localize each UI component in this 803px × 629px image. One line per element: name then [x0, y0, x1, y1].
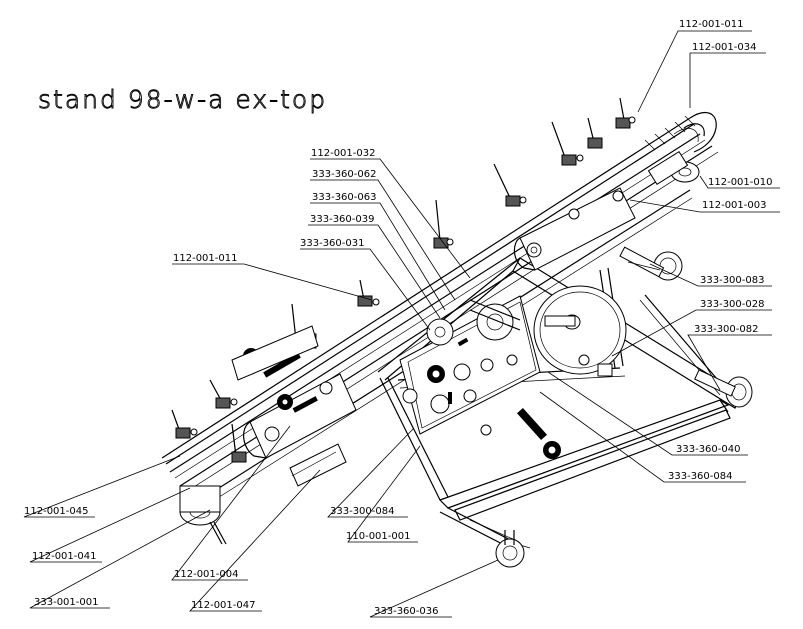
part-label: 333-360-062 [312, 169, 376, 180]
part-label: 112-001-034 [692, 42, 756, 53]
part-label: 112-001-010 [708, 177, 772, 188]
part-label: 112-001-047 [191, 600, 255, 611]
part-label: 112-001-004 [174, 569, 238, 580]
part-label: 333-360-031 [300, 238, 364, 249]
castor-wheel-top-right [619, 246, 683, 281]
castor-wheel-right [694, 369, 753, 408]
part-label: 333-360-036 [374, 606, 438, 617]
part-label: 112-001-011 [679, 19, 743, 30]
belt-links [644, 115, 696, 151]
part-label: 333-360-039 [310, 214, 374, 225]
guide-post [587, 117, 603, 149]
guide-post [231, 423, 247, 463]
guide-post [357, 279, 380, 307]
guard-housing-upper [513, 187, 636, 271]
part-label: 112-001-003 [702, 200, 766, 211]
part-label: 112-001-045 [24, 506, 88, 517]
part-label: 112-001-011 [173, 253, 237, 264]
guide-post [209, 379, 238, 409]
part-label: 333-001-001 [34, 597, 98, 608]
part-label: 333-360-084 [668, 471, 732, 482]
guide-post [493, 163, 527, 207]
end-motor [179, 485, 227, 545]
leader-lines [23, 30, 780, 618]
left-drive [231, 325, 319, 413]
part-label: 333-300-083 [700, 275, 764, 286]
part-label: 333-300-084 [330, 506, 394, 517]
guard-housing-lower [243, 373, 357, 487]
part-label: 333-300-028 [700, 299, 764, 310]
part-label: 333-360-040 [676, 444, 740, 455]
conveyor-beam [161, 111, 719, 507]
guide-post [433, 199, 454, 249]
adjuster-screw [516, 407, 561, 459]
part-label: 333-360-063 [312, 192, 376, 203]
part-labels: 112-001-011 112-001-034 112-001-010 112-… [24, 19, 772, 617]
guide-post [171, 409, 198, 439]
part-label: 110-001-001 [346, 531, 410, 542]
castor-wheel-bottom [495, 530, 525, 568]
drawing-title: stand 98-w-a ex-top [38, 85, 327, 114]
motor-disc [533, 285, 627, 377]
guide-post [551, 121, 584, 166]
guide-post [615, 97, 636, 129]
drive-unit [399, 295, 541, 436]
part-label: 112-001-032 [311, 148, 375, 159]
part-label: 333-300-082 [694, 324, 758, 335]
part-label: 112-001-041 [32, 551, 96, 562]
